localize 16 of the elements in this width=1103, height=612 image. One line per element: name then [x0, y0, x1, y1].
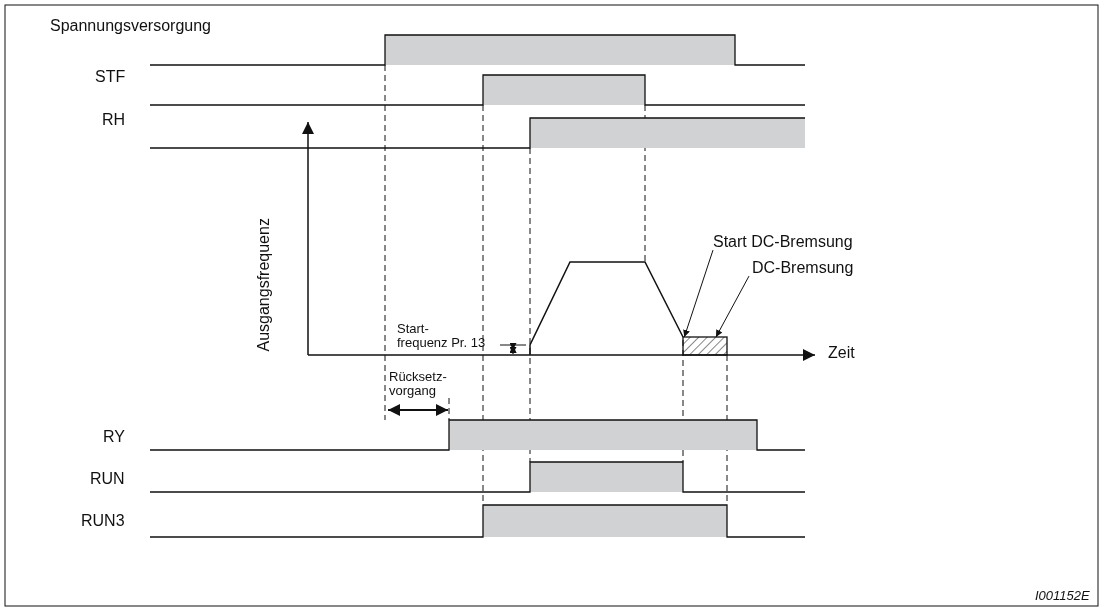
signal-label: RUN3	[81, 512, 125, 530]
axis-label: Ausgangsfrequenz	[254, 218, 272, 352]
signal-label: RUN	[90, 470, 125, 488]
annotation-text: Rücksetz- vorgang	[389, 370, 447, 399]
signal-label: Spannungsversorgung	[50, 17, 211, 35]
figure-id: I001152E	[1035, 589, 1090, 604]
signal-label: RY	[103, 428, 125, 446]
leader-line	[715, 275, 750, 338]
leader-line	[683, 249, 714, 338]
signal-label: STF	[95, 68, 126, 86]
callout-text: DC-Bremsung	[752, 259, 854, 277]
axis-label: Zeit	[828, 344, 855, 362]
callout-text: Start DC-Bremsung	[713, 233, 853, 251]
hatched-area	[682, 336, 728, 356]
signal-label: RH	[102, 111, 126, 129]
annotation-text: Start- frequenz Pr. 13	[397, 322, 486, 351]
